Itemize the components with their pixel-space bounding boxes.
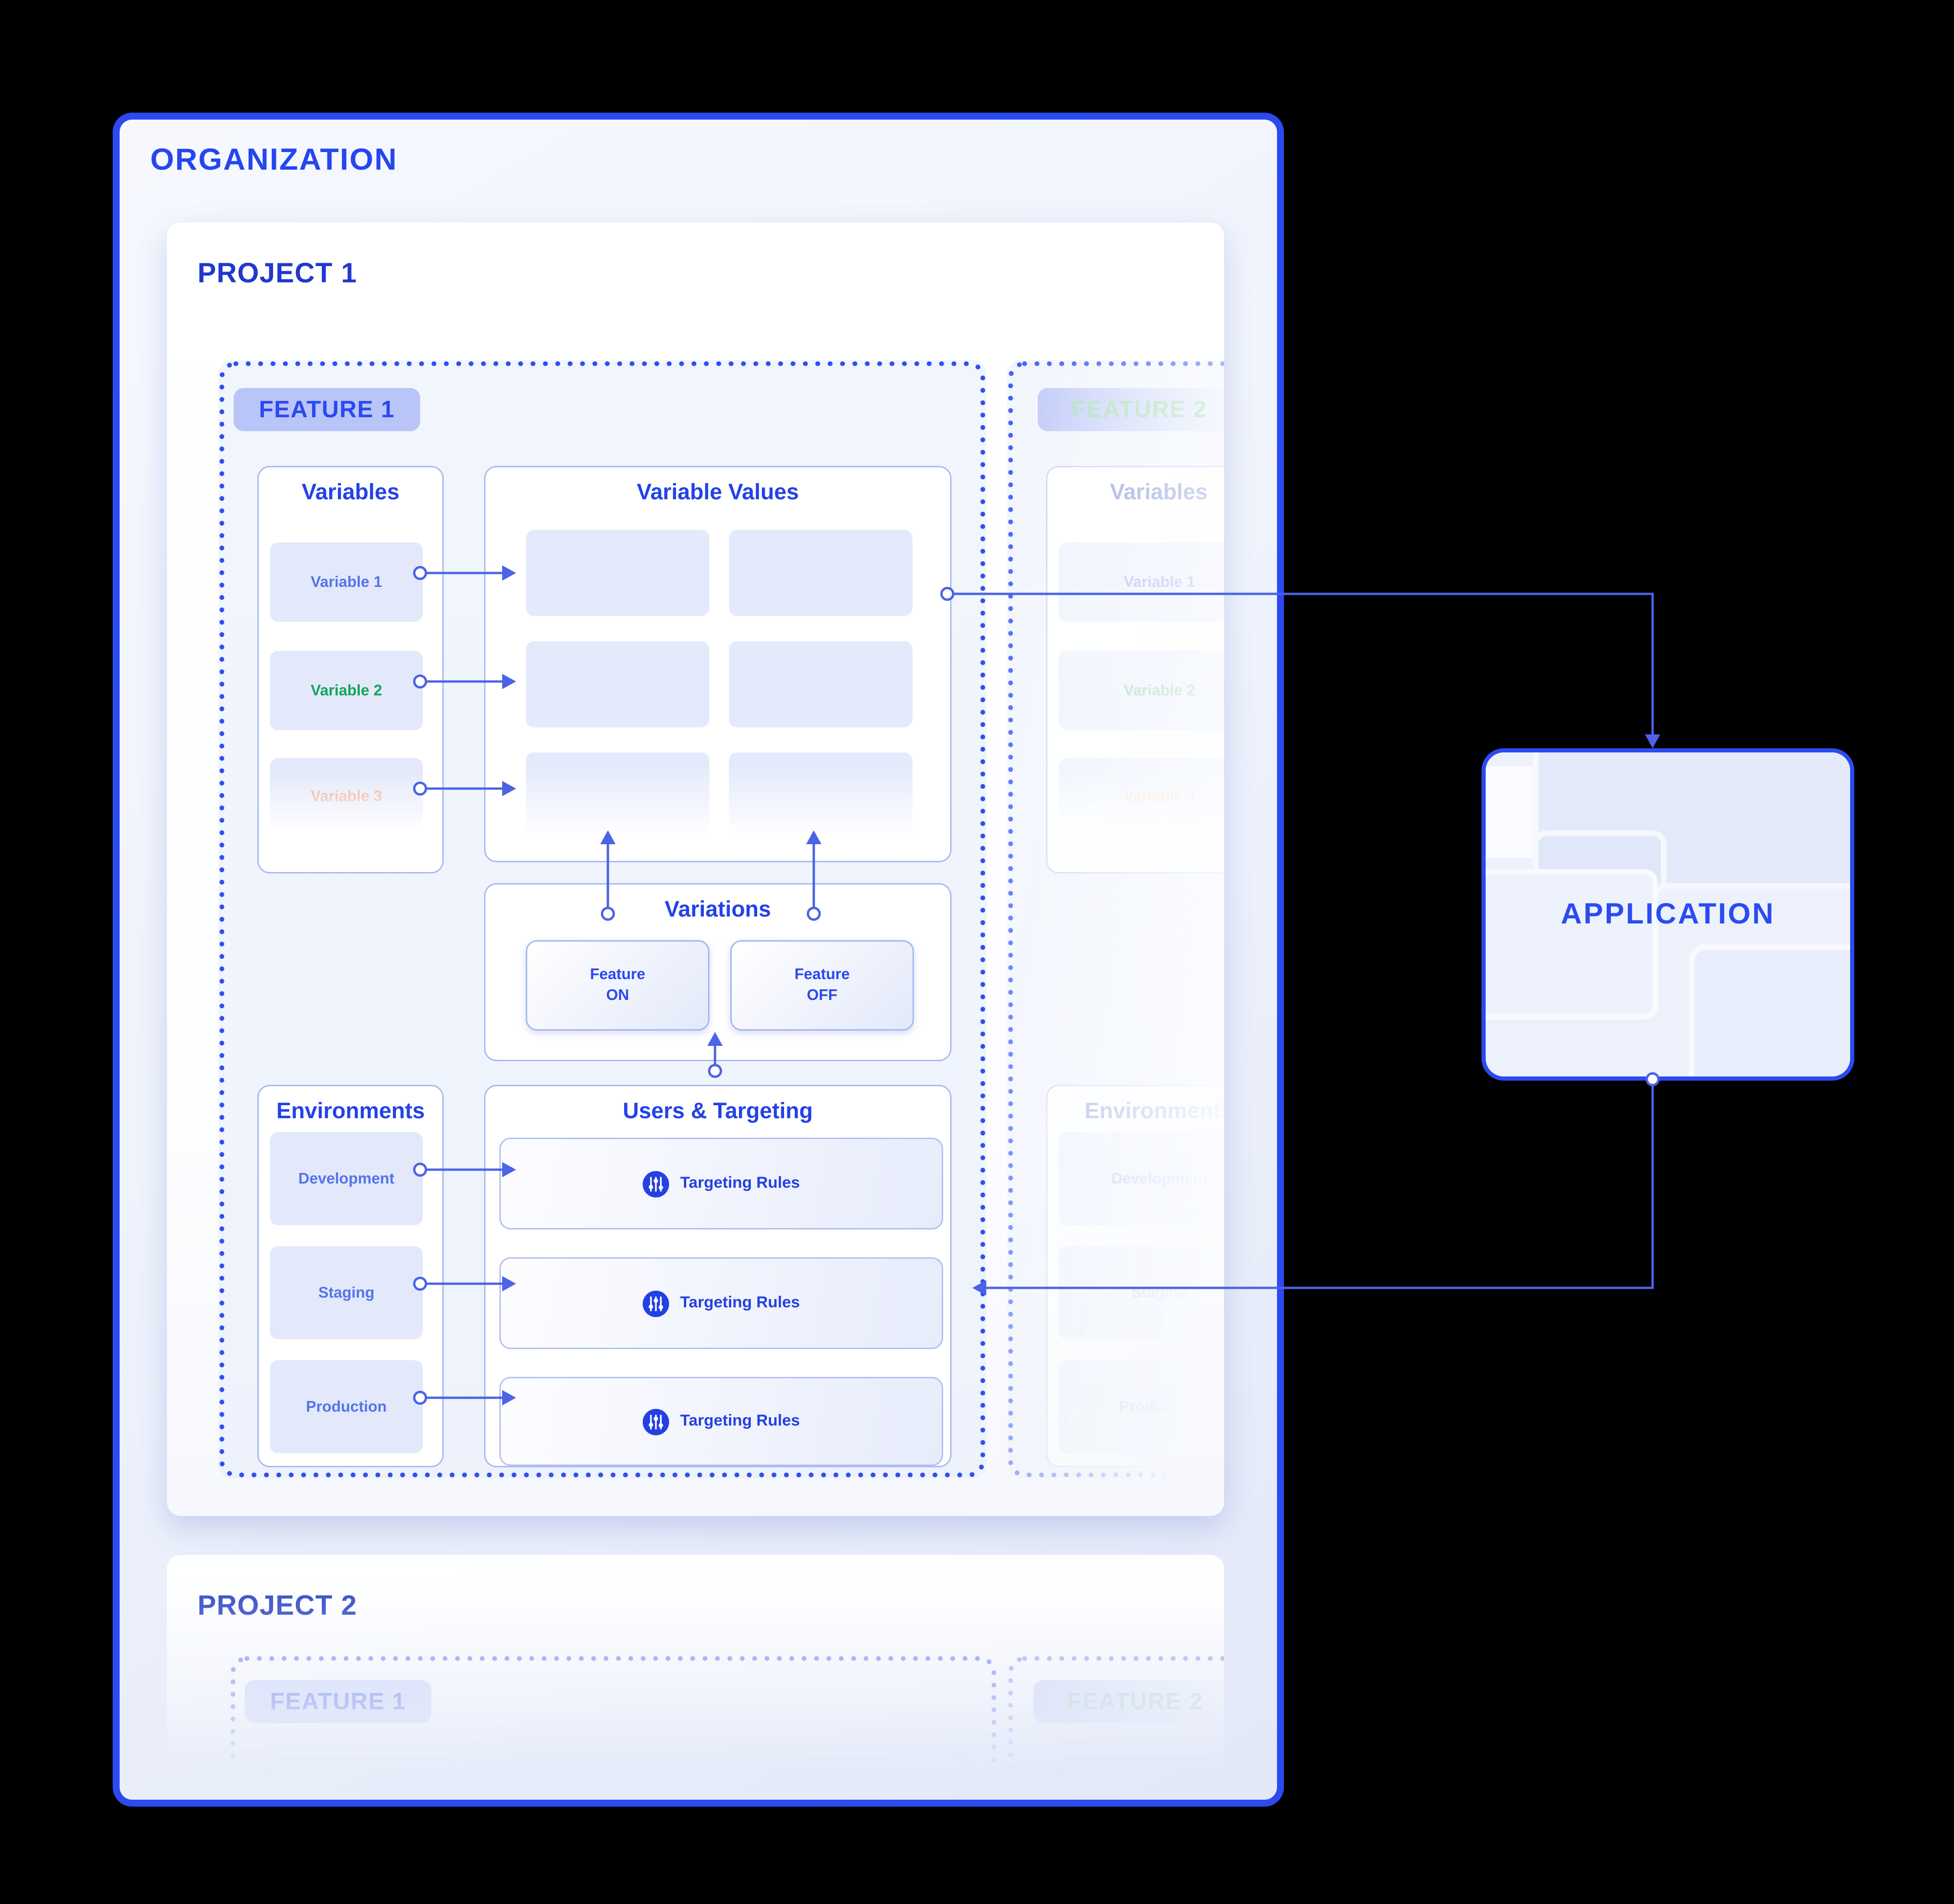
organization-box: ORGANIZATION PROJECT 1 FEATURE 1 Variabl… [113, 113, 1284, 1807]
feature-2-environment-development-item: Development [1059, 1132, 1224, 1225]
project-2-panel-stub [502, 1758, 974, 1794]
variables-panel: Variables Variable 1 Variable 2 Variable… [257, 466, 444, 873]
variable-value-cell [526, 641, 709, 727]
app-decor-shape [1486, 869, 1658, 1019]
targeting-rules-row-production: Targeting Rules [499, 1377, 943, 1466]
feature-2-environments-panel: Environments Development Staging Product… [1046, 1085, 1224, 1467]
project-2-panel-stub [270, 1758, 456, 1794]
organization-title: ORGANIZATION [150, 142, 398, 177]
feature-1-group: FEATURE 1 Variables Variable 1 Variable … [218, 360, 986, 1478]
project-2-feature-1-label: FEATURE 1 [245, 1680, 431, 1723]
feature-1-label: FEATURE 1 [234, 388, 420, 431]
variable-values-title: Variable Values [637, 481, 799, 505]
environments-panel: Environments Development Staging Product… [257, 1085, 444, 1467]
targeting-rules-label: Targeting Rules [680, 1413, 800, 1430]
variable-value-cell [526, 530, 709, 616]
feature-2-variable-2-item: Variable 2 [1059, 651, 1224, 730]
users-targeting-panel: Users & Targeting Targeting Rules [484, 1085, 951, 1467]
targeting-rules-icon [642, 1170, 669, 1197]
project-2-feature-1-group: FEATURE 1 [230, 1655, 997, 1794]
project-1-title: PROJECT 1 [198, 259, 358, 289]
targeting-rules-label: Targeting Rules [680, 1175, 800, 1192]
variable-value-cell [729, 641, 913, 727]
environment-staging-item: Staging [270, 1246, 423, 1339]
feature-2-dotted-border [1008, 361, 1224, 1477]
targeting-rules-row-staging: Targeting Rules [499, 1257, 943, 1349]
targeting-rules-row-development: Targeting Rules [499, 1138, 943, 1229]
feature-2-variable-1-item: Variable 1 [1059, 542, 1224, 622]
feature-on-line2: ON [606, 987, 629, 1004]
feature-2-variable-3-item: Variable 3 [1059, 758, 1224, 836]
feature-1-dotted-border [219, 361, 985, 1477]
feature-2-label: FEATURE 2 [1038, 388, 1224, 431]
project-2-card: PROJECT 2 FEATURE 1 FEATURE 2 [167, 1555, 1224, 1794]
project-2-feature-2-group: FEATURE 2 [1007, 1655, 1224, 1794]
users-targeting-title: Users & Targeting [623, 1100, 813, 1124]
project-2-title: PROJECT 2 [198, 1591, 358, 1622]
targeting-rules-icon [642, 1408, 669, 1435]
variations-panel: Variations Feature ON Feature OFF [484, 883, 951, 1061]
feature-on-line1: Feature [590, 966, 645, 983]
variable-3-item: Variable 3 [270, 758, 423, 836]
variable-value-cell [729, 752, 913, 839]
feature-2-group: FEATURE 2 Variables Variable 1 Variable … [1007, 360, 1224, 1478]
environment-production-item: Production [270, 1360, 423, 1453]
environment-development-item: Development [270, 1132, 423, 1225]
project-2-feature-2-label: FEATURE 2 [1034, 1680, 1224, 1723]
project-2-feature-2-dotted-border [1008, 1656, 1224, 1794]
variable-2-item: Variable 2 [270, 651, 423, 730]
app-decor-shape [1689, 944, 1850, 1076]
feature-off-line1: Feature [794, 966, 850, 983]
targeting-rules-label: Targeting Rules [680, 1295, 800, 1312]
feature-off-line2: OFF [807, 987, 837, 1004]
feature-off-box: Feature OFF [730, 940, 914, 1031]
targeting-rules-icon [642, 1290, 669, 1317]
variables-title: Variables [301, 481, 400, 505]
variable-value-cell [526, 752, 709, 839]
feature-2-environments-title: Environments [1084, 1100, 1224, 1124]
application-box: APPLICATION [1481, 748, 1854, 1081]
variable-1-item: Variable 1 [270, 542, 423, 622]
application-title: APPLICATION [1561, 898, 1775, 930]
variable-values-panel: Variable Values [484, 466, 951, 862]
feature-2-variables-title: Variables [1110, 481, 1208, 505]
variations-title: Variations [664, 898, 771, 922]
feature-on-box: Feature ON [526, 940, 709, 1031]
feature-2-variables-panel: Variables Variable 1 Variable 2 Variable… [1046, 466, 1224, 873]
variable-value-cell [729, 530, 913, 616]
environments-title: Environments [276, 1100, 425, 1124]
project-1-card: PROJECT 1 FEATURE 1 Variables Variable 1… [167, 223, 1224, 1516]
project-2-panel-stub [1057, 1758, 1213, 1794]
feature-2-environment-production-item: Production [1059, 1360, 1224, 1453]
feature-2-environment-staging-item: Staging [1059, 1246, 1224, 1339]
